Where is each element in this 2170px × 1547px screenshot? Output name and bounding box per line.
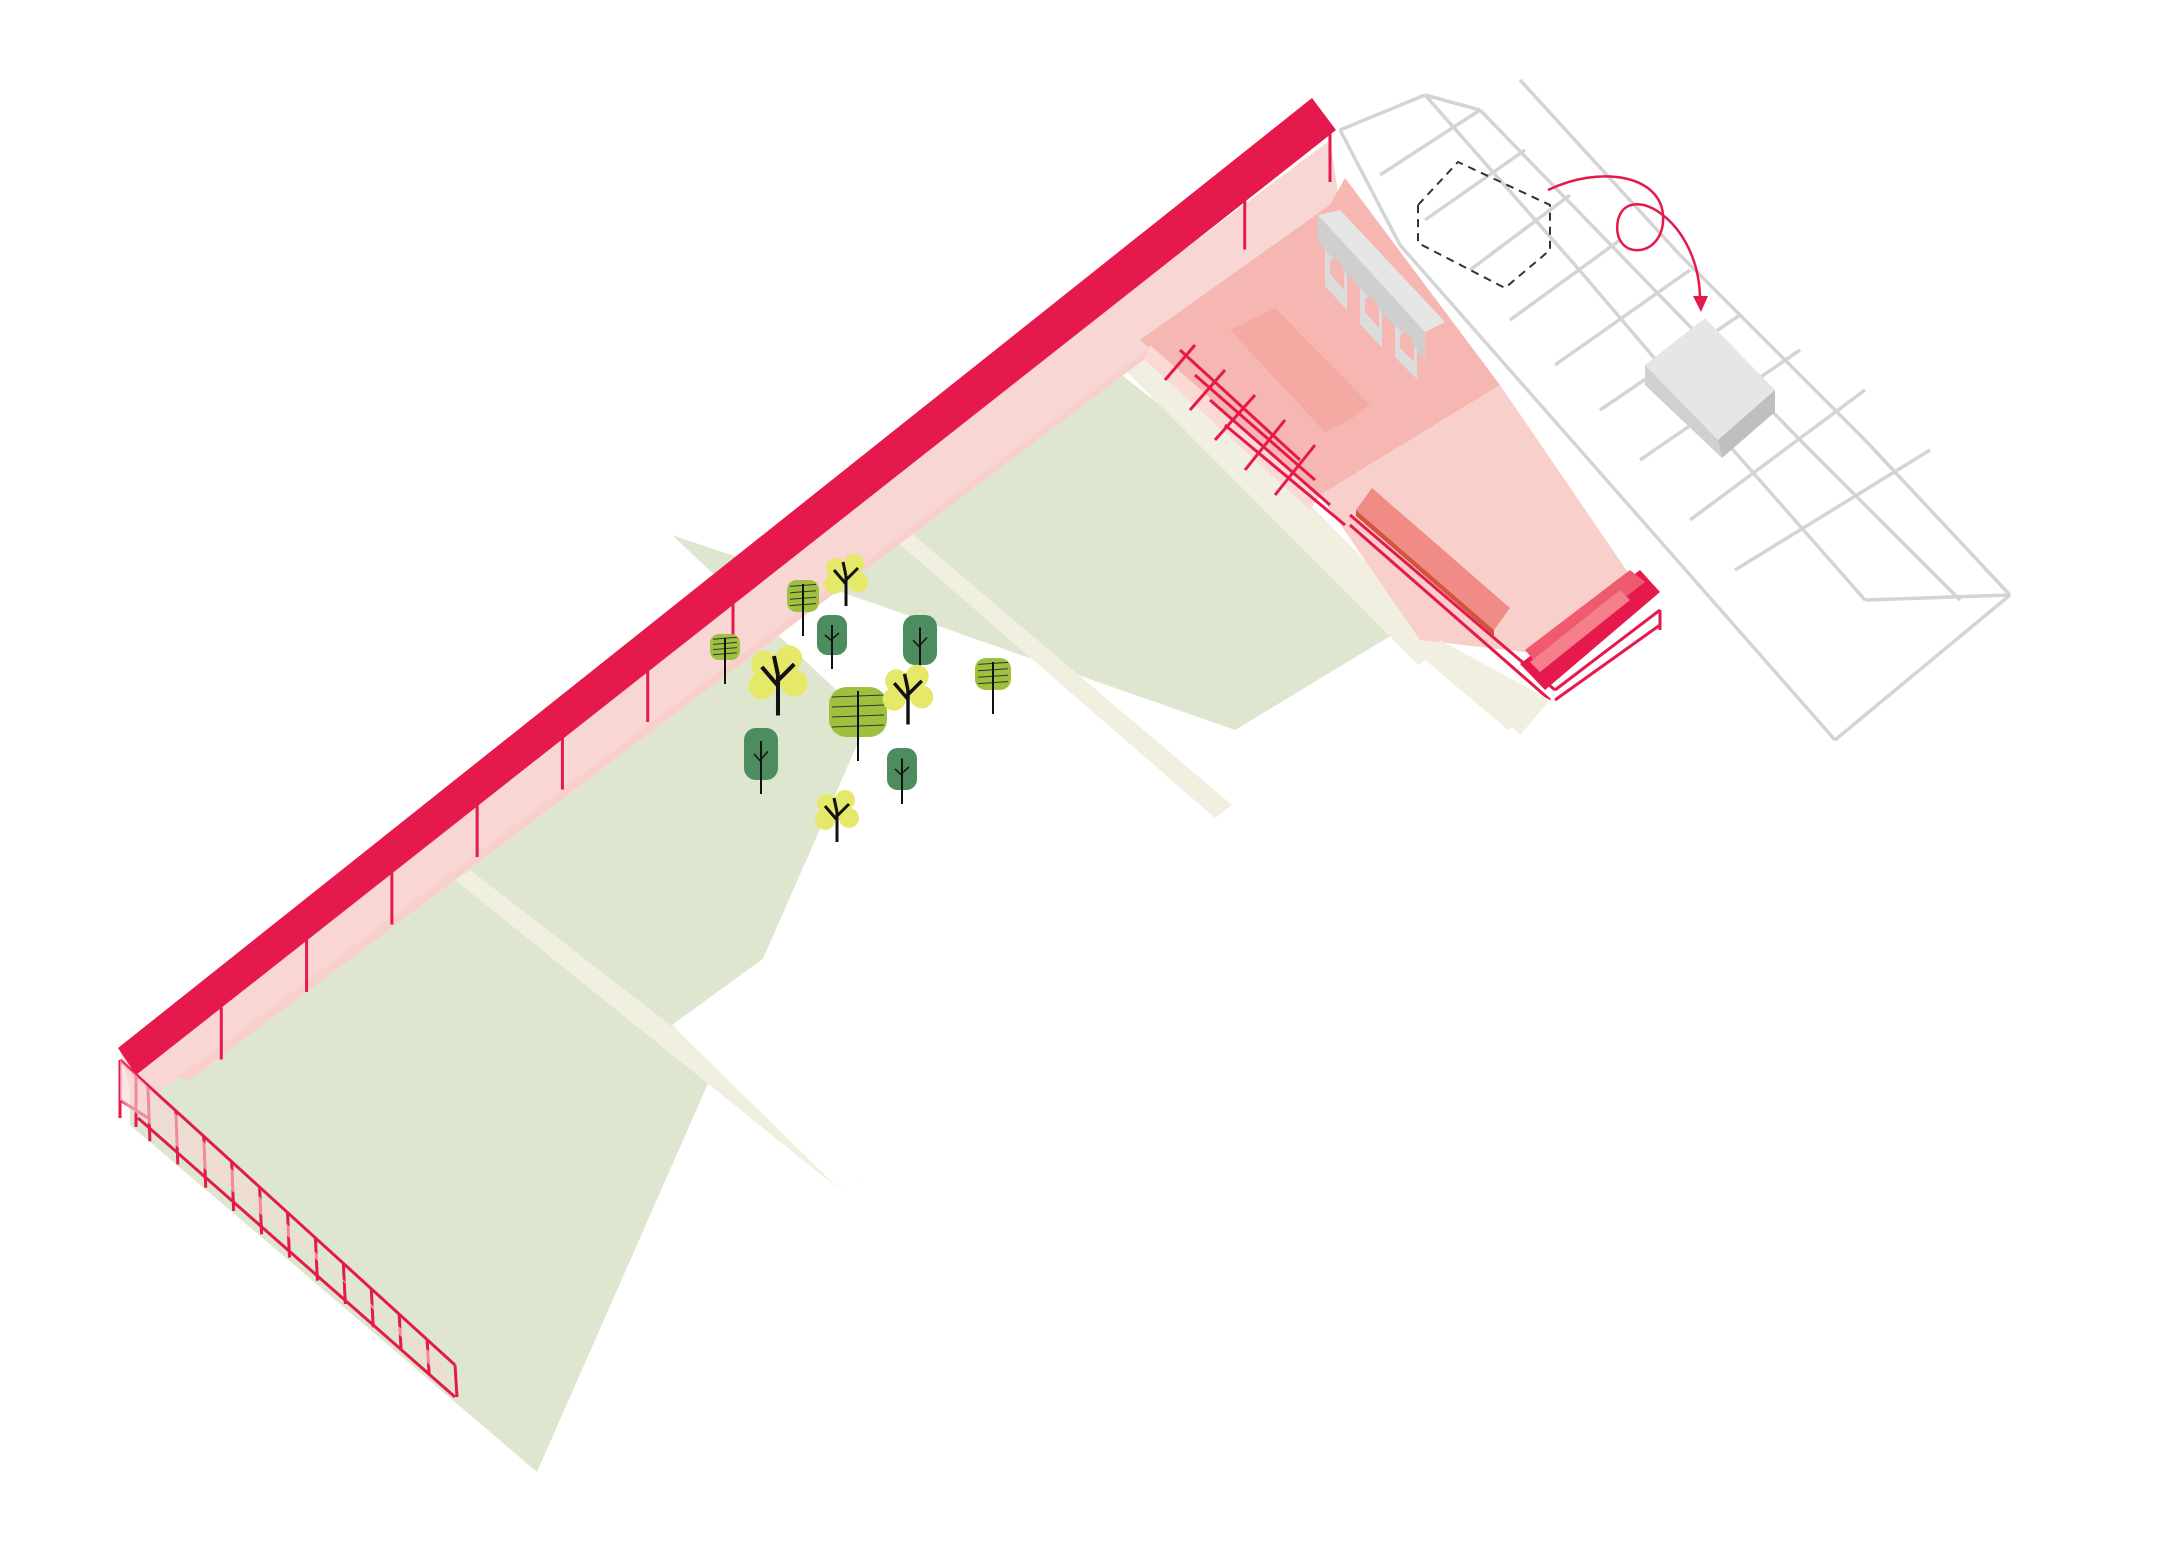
conifer-tree-icon — [744, 728, 778, 794]
grid-line — [1864, 593, 2011, 602]
paved-strip — [120, 140, 1340, 1110]
circular-move-arrow-icon — [1547, 175, 1708, 312]
trees — [710, 554, 1011, 842]
grid-line — [1863, 438, 2012, 597]
grid-line — [1423, 93, 1577, 267]
grid-line — [1424, 93, 1481, 112]
fence-panel — [120, 1060, 455, 1390]
grid-line — [1338, 129, 1402, 246]
path-strip-2 — [895, 532, 1232, 818]
courtyard — [1140, 178, 1662, 735]
lawn-cutout-1 — [672, 735, 1225, 1190]
courtyard-edge-lines — [1349, 513, 1662, 702]
canopy — [118, 98, 1336, 1399]
grid-line — [1398, 243, 1547, 412]
grid-line — [1339, 93, 1426, 132]
deciduous-tree-icon — [710, 634, 740, 684]
long-bench — [1356, 488, 1510, 636]
grid-line — [1423, 148, 1527, 222]
deciduous-tree-icon — [748, 645, 808, 716]
lawn-cutout-2 — [1215, 660, 1520, 835]
deciduous-tree-icon — [829, 687, 887, 761]
courtyard-steps — [1230, 308, 1370, 432]
deciduous-tree-icon — [815, 790, 859, 842]
deciduous-tree-icon — [824, 554, 868, 606]
fence-post — [453, 1364, 459, 1398]
grid-line — [1468, 193, 1572, 272]
grid-line — [1508, 238, 1622, 322]
dashed-block-outline-icon — [1417, 160, 1551, 290]
courtyard-grid — [1163, 344, 1346, 527]
conifer-tree-icon — [887, 748, 917, 804]
grid-line — [1379, 108, 1481, 177]
red-sofa — [1520, 570, 1660, 690]
gray-wall-top — [1318, 210, 1445, 332]
grid-line — [1833, 593, 2012, 742]
grid-line — [1553, 268, 1692, 367]
grid-line — [1734, 448, 1931, 572]
gray-block-icon — [1645, 318, 1775, 458]
grid-line — [1678, 253, 1867, 442]
gray-wall-side — [1318, 215, 1425, 360]
lawn-area — [130, 375, 1425, 1472]
canopy-underside — [120, 140, 1340, 1110]
grid-line — [1718, 433, 1867, 602]
grid-line — [1518, 78, 1682, 257]
lawn-cutout-3 — [537, 1178, 900, 1490]
canopy-roof — [118, 98, 1336, 1075]
grid-line — [1688, 573, 1837, 742]
gray-arch-wall — [1318, 210, 1445, 379]
deciduous-tree-icon — [975, 658, 1011, 714]
deciduous-tree-icon — [882, 664, 934, 725]
ground-plane — [130, 340, 1520, 1490]
conifer-tree-icon — [817, 615, 847, 669]
cream-edge — [1440, 640, 1550, 735]
grid-line — [1478, 108, 1642, 277]
fence-rail-bottom — [137, 1116, 456, 1399]
grid-line — [1798, 438, 1962, 602]
courtyard-front — [1320, 385, 1640, 655]
grid-line — [1543, 408, 1692, 577]
deciduous-tree-icon — [787, 580, 819, 636]
fence-post — [341, 1263, 347, 1305]
